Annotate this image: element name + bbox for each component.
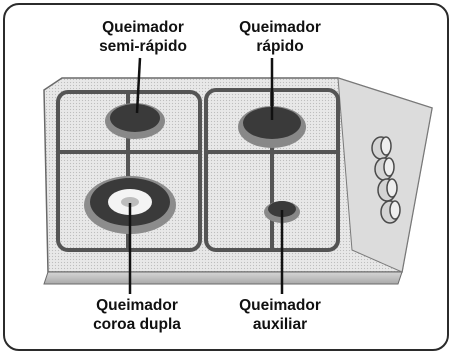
label-line: Queimador (96, 297, 178, 314)
label-line: Queimador (239, 297, 321, 314)
control-knobs (371, 136, 401, 224)
cooktop-front-edge (43, 271, 403, 285)
burner-semi-rapid (105, 103, 165, 139)
knob-icon (374, 157, 395, 181)
label-line: auxiliar (252, 316, 308, 333)
burner-double-crown (84, 176, 176, 234)
leader-line-semi-rapid (135, 57, 142, 114)
label-line: semi-rápido (99, 38, 187, 55)
label-line: Queimador (102, 19, 184, 36)
label-line: coroa dupla (93, 316, 181, 333)
leader-lines (128, 57, 284, 294)
label-line: Queimador (239, 19, 321, 36)
knob-icon (380, 200, 401, 224)
label-line: rápido (256, 38, 304, 55)
label-double-crown-burner: Queimador coroa dupla (78, 296, 196, 334)
knob-icon (371, 136, 392, 160)
label-semi-rapid-burner: Queimador semi-rápido (84, 18, 202, 56)
knob-icon (377, 178, 398, 202)
label-rapid-burner: Queimador rápido (222, 18, 338, 56)
burner-rapid (238, 106, 306, 148)
label-auxiliary-burner: Queimador auxiliar (222, 296, 338, 334)
